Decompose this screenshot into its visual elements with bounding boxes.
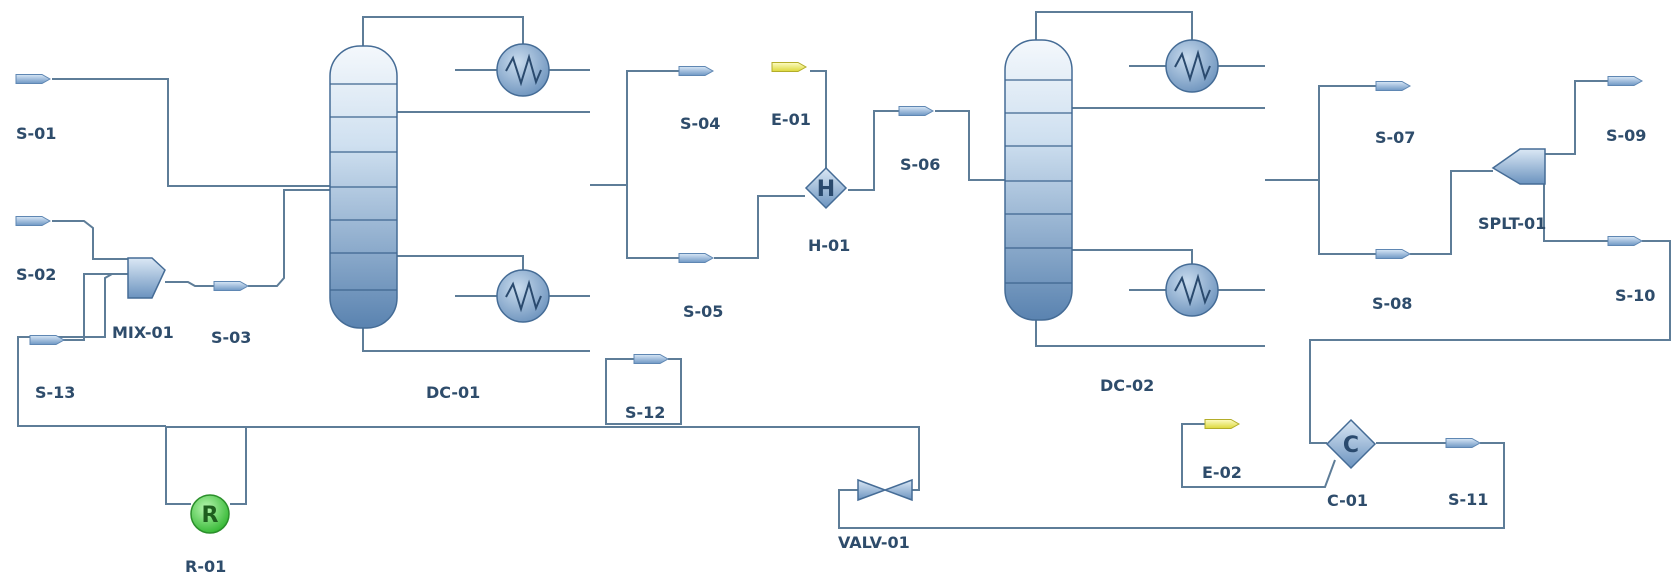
column-dc02[interactable]: DC-02 <box>1004 39 1154 395</box>
stream-arrow-icon <box>1445 438 1481 448</box>
stream-arrow-icon <box>15 74 51 84</box>
energy-stream-icon <box>1204 419 1240 429</box>
stream-s07[interactable]: S-07 <box>1375 81 1415 148</box>
energy-stream-e01[interactable]: E-01 <box>771 62 811 130</box>
stream-s09[interactable]: S-09 <box>1606 76 1646 146</box>
splitter-icon <box>1491 148 1546 185</box>
stream-label: S-13 <box>35 383 75 402</box>
energy-stream-label: E-02 <box>1202 463 1242 482</box>
reboiler-dc02[interactable] <box>1165 263 1219 317</box>
cooler-letter: C <box>1343 433 1359 458</box>
distillation-column-icon <box>1004 39 1073 321</box>
splitter-splt01[interactable]: SPLT-01 <box>1478 148 1546 233</box>
stream-s10[interactable]: S-10 <box>1607 236 1655 306</box>
heater-letter: H <box>817 177 835 202</box>
heat-exchanger-icon <box>1165 263 1219 317</box>
stream-arrow-icon <box>1607 76 1643 86</box>
energy-stream-icon <box>771 62 807 72</box>
heat-exchanger-icon <box>496 269 550 323</box>
stream-label: S-06 <box>900 155 940 174</box>
stream-label: S-02 <box>16 265 56 284</box>
stream-label: S-07 <box>1375 128 1415 147</box>
unit-label: SPLT-01 <box>1478 214 1546 233</box>
stream-label: S-01 <box>16 124 56 143</box>
stream-label: S-09 <box>1606 126 1646 145</box>
reboiler-dc01[interactable] <box>496 269 550 323</box>
mixer-mix01[interactable]: MIX-01 <box>112 257 174 342</box>
unit-label: R-01 <box>185 557 226 576</box>
column-trays <box>1005 79 1072 284</box>
heater-icon <box>804 166 848 210</box>
energy-stream-label: E-01 <box>771 110 811 129</box>
column-trays <box>330 83 397 291</box>
stream-s06[interactable]: S-06 <box>898 106 940 175</box>
stream-label: S-03 <box>211 328 251 347</box>
condenser-dc01[interactable] <box>496 43 550 97</box>
stream-arrow-icon <box>213 281 249 291</box>
condenser-dc02[interactable] <box>1165 39 1219 93</box>
cooler-icon <box>1325 418 1377 470</box>
stream-arrow-icon <box>633 354 669 364</box>
pipe-network <box>17 11 1671 529</box>
stream-arrow-icon <box>1375 81 1411 91</box>
stream-label: S-08 <box>1372 294 1412 313</box>
stream-s05[interactable]: S-05 <box>678 253 723 322</box>
heater-h01[interactable]: H H-01 <box>804 166 850 255</box>
stream-arrow-icon <box>1607 236 1643 246</box>
stream-s11[interactable]: S-11 <box>1445 438 1488 510</box>
unit-label: MIX-01 <box>112 323 174 342</box>
stream-arrow-icon <box>1375 249 1411 259</box>
stream-s03[interactable]: S-03 <box>211 281 251 348</box>
stream-arrow-icon <box>678 253 714 263</box>
valve-icon <box>857 478 913 502</box>
valve-valv01[interactable]: VALV-01 <box>838 478 913 552</box>
stream-s13[interactable]: S-13 <box>29 335 75 403</box>
unit-label: C-01 <box>1327 491 1368 510</box>
stream-arrow-icon <box>29 335 65 345</box>
stream-s04[interactable]: S-04 <box>678 66 720 134</box>
unit-label: DC-01 <box>426 383 480 402</box>
cooler-c01[interactable]: C C-01 <box>1325 418 1377 510</box>
stream-s02[interactable]: S-02 <box>15 216 56 285</box>
mixer-icon <box>127 257 166 299</box>
heat-exchanger-icon <box>1165 39 1219 93</box>
stream-label: S-11 <box>1448 490 1488 509</box>
stream-arrow-icon <box>678 66 714 76</box>
reactor-icon <box>190 494 230 534</box>
stream-label: S-05 <box>683 302 723 321</box>
heat-exchanger-icon <box>496 43 550 97</box>
stream-arrow-icon <box>898 106 934 116</box>
column-dc01[interactable]: DC-01 <box>329 45 480 402</box>
stream-label: S-12 <box>625 403 665 422</box>
energy-stream-e02[interactable]: E-02 <box>1202 419 1242 483</box>
stream-label: S-10 <box>1615 286 1655 305</box>
unit-label: DC-02 <box>1100 376 1154 395</box>
unit-label: VALV-01 <box>838 533 910 552</box>
stream-s08[interactable]: S-08 <box>1372 249 1412 314</box>
stream-s12[interactable]: S-12 <box>625 354 669 423</box>
reactor-letter: R <box>202 503 219 528</box>
stream-label: S-04 <box>680 114 720 133</box>
unit-label: H-01 <box>808 236 850 255</box>
reactor-r01[interactable]: R R-01 <box>185 494 230 576</box>
stream-s01[interactable]: S-01 <box>15 74 56 144</box>
stream-arrow-icon <box>15 216 51 226</box>
